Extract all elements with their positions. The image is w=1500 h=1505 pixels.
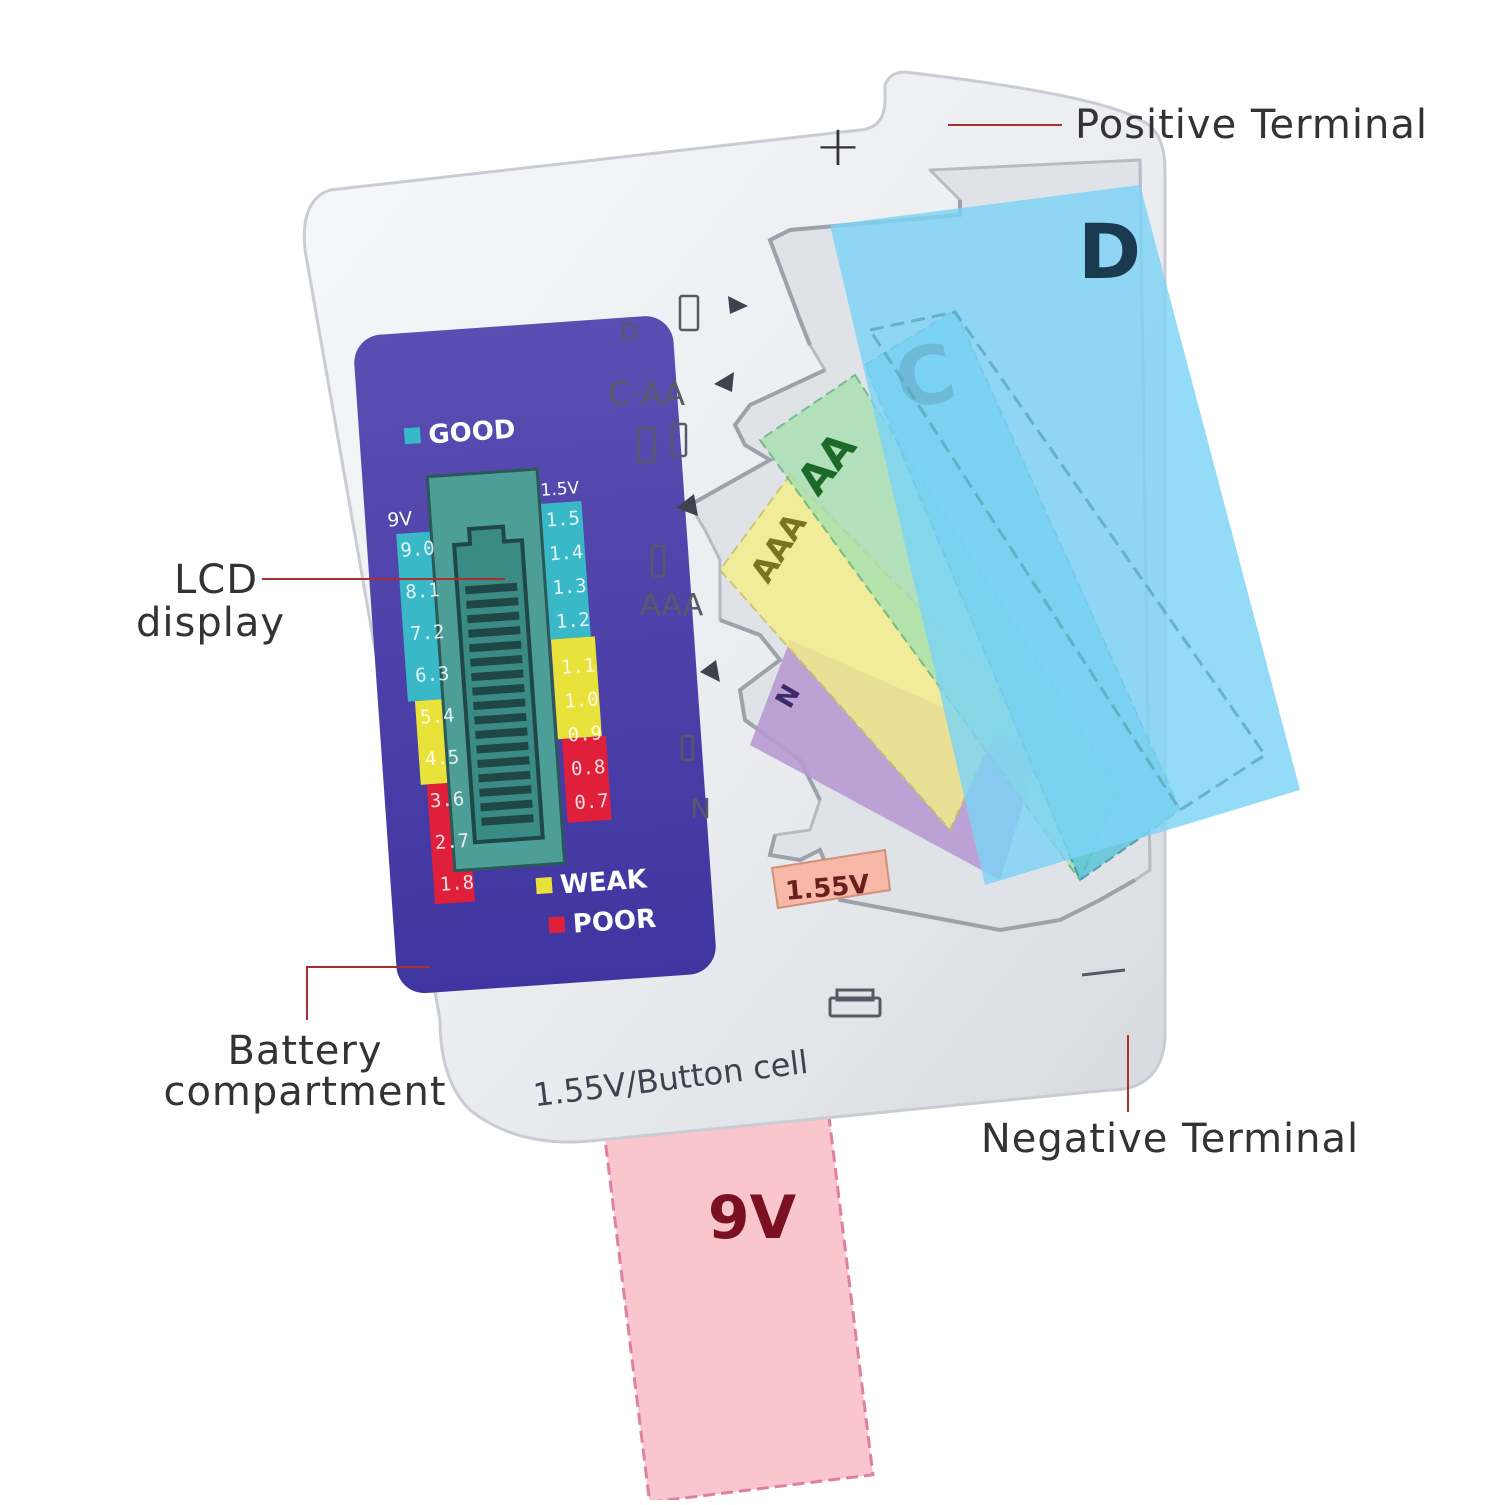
lcd-segment [470, 655, 523, 667]
good-label: GOOD [427, 415, 516, 451]
lcd-segment [477, 756, 530, 768]
left-scale-header: 9V [387, 508, 414, 532]
battery-compartment-line2: compartment [163, 1069, 446, 1115]
lcd-segment [481, 814, 534, 826]
lcd-segment [471, 669, 524, 682]
lcd-segment [466, 597, 519, 609]
right-scale-value: 1.2 [555, 609, 591, 633]
poor-swatch [548, 916, 566, 934]
right-scale-values: 1.5 1.4 1.3 1.2 1.1 1.0 0.9 0.8 0.7 [545, 507, 610, 814]
left-scale-value: 8.1 [405, 579, 441, 603]
button-cell-slot: 1.55V [770, 848, 892, 910]
arrow-d-icon [728, 296, 748, 314]
lcd-segment [467, 611, 520, 624]
good-swatch [403, 427, 421, 445]
negative-symbol [1081, 968, 1126, 977]
left-scale-value: 3.6 [429, 788, 465, 812]
d-battery: D [830, 185, 1300, 885]
left-scale-value: 5.4 [419, 704, 455, 728]
battery-c-icon [636, 426, 656, 464]
arrow-c-aa-icon [714, 372, 734, 392]
right-scale-value: 1.0 [564, 688, 600, 712]
nine-volt-label: 9V [708, 1183, 797, 1253]
callout-positive-terminal: Positive Terminal [948, 102, 1428, 148]
button-cell-icon [828, 988, 882, 1018]
right-scale-value: 0.7 [574, 790, 610, 814]
positive-symbol: + [815, 114, 862, 179]
arrow-aaa-icon [676, 494, 698, 516]
lcd-segment [465, 582, 518, 595]
nine-volt-battery: 9V [600, 1086, 875, 1504]
left-scale-value: 7.2 [409, 621, 445, 645]
right-scale-value: 1.5 [545, 507, 581, 531]
arrow-n-icon [700, 660, 720, 682]
right-scale-column [537, 501, 612, 823]
callout-lcd-display: LCD display [136, 557, 505, 646]
weak-label: WEAK [559, 864, 648, 900]
left-scale-value: 6.3 [414, 663, 450, 687]
slot-label-d: D [620, 318, 638, 346]
lcd-segment [472, 683, 525, 696]
lcd-panel: GOOD WEAK POOR 9V 1.5V 9.0 8.1 7.2 6.3 [354, 316, 716, 994]
left-scale-value: 4.5 [424, 746, 460, 770]
lcd-segment [480, 799, 533, 812]
lcd-segment [479, 785, 532, 797]
lcd-segment [469, 640, 522, 653]
right-scale-value: 0.9 [567, 722, 603, 746]
callout-negative-terminal: Negative Terminal [981, 1035, 1359, 1162]
left-scale-values: 9.0 8.1 7.2 6.3 5.4 4.5 3.6 2.7 1.8 [400, 537, 475, 895]
lcd-label-line2: display [136, 600, 285, 646]
lcd-segment [473, 698, 526, 711]
left-scale-value: 1.8 [439, 871, 475, 895]
d-battery-label: D [1078, 207, 1141, 296]
right-scale-value: 1.3 [552, 575, 588, 599]
lcd-segment [468, 626, 521, 638]
right-scale-value: 1.4 [548, 541, 584, 565]
left-scale-value: 2.7 [434, 830, 470, 854]
lcd-segment [476, 741, 529, 754]
slot-labels: D C·AA AAA N [608, 294, 748, 825]
negative-terminal-label: Negative Terminal [981, 1116, 1359, 1162]
slot-label-aaa: AAA [640, 588, 704, 623]
battery-compartment-line1: Battery [227, 1028, 382, 1074]
slot-label-n: N [690, 792, 711, 825]
button-cell-label: 1.55V [784, 870, 871, 907]
poor-label: POOR [572, 904, 657, 940]
positive-terminal-label: Positive Terminal [1075, 102, 1428, 148]
battery-n-icon [680, 734, 695, 762]
lcd-segments [465, 582, 534, 826]
lcd-segment [475, 727, 528, 739]
right-scale-header: 1.5V [540, 478, 580, 501]
lcd-segment [474, 712, 527, 725]
battery-aaa-icon [650, 544, 666, 578]
callout-battery-compartment: Battery compartment [163, 966, 446, 1115]
right-scale-value: 1.1 [560, 655, 596, 679]
battery-aa-icon [670, 422, 688, 458]
right-scale-value: 0.8 [570, 756, 606, 780]
lcd-segment [478, 770, 531, 783]
battery-d-icon [678, 294, 700, 332]
slot-label-c-aa: C·AA [608, 375, 685, 413]
lcd-label-line1: LCD [174, 557, 258, 603]
left-scale-value: 9.0 [400, 537, 436, 561]
battery-overlays: N AAA AA C D [718, 185, 1300, 885]
weak-swatch [535, 877, 553, 895]
